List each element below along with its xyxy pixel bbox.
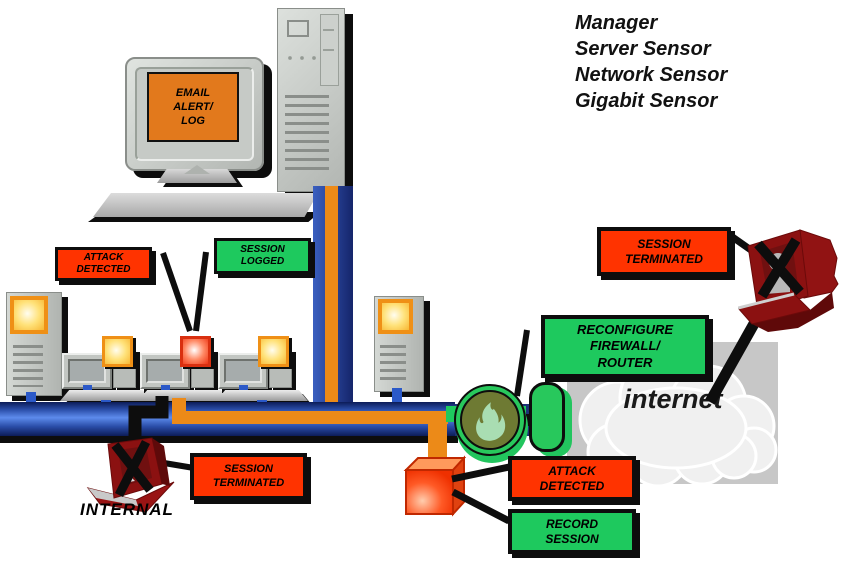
alert-session-logged: SESSION LOGGED — [214, 238, 311, 274]
external-attacker-icon — [738, 229, 839, 332]
tower-drive-bay — [320, 14, 339, 86]
alert-cable-sensor-drop — [428, 412, 447, 462]
monitor-stand — [83, 385, 92, 391]
manager-screen-text: EMAIL ALERT/ LOG — [173, 86, 213, 128]
legend-manager: Manager — [575, 12, 658, 34]
alert-attack-detected-perimeter: ATTACK DETECTED — [508, 456, 636, 501]
firewall-core — [460, 390, 520, 450]
workstation-2-victim — [138, 336, 234, 410]
internal-attacker-caption: INTERNAL — [80, 500, 174, 519]
server-vents — [13, 345, 43, 387]
flame-icon — [476, 402, 506, 441]
alert-record-session: RECORD SESSION — [508, 509, 636, 554]
server-vents — [380, 345, 406, 385]
monitor-stand — [161, 385, 170, 391]
manager-server-tower — [277, 8, 345, 192]
workstation-1 — [60, 336, 156, 410]
firewall-icon — [454, 384, 526, 456]
desk-platform — [60, 390, 152, 401]
manager-keyboard — [93, 193, 318, 217]
desktop-screen — [68, 359, 106, 383]
desk-platform — [138, 390, 230, 401]
legend-server-sensor: Server Sensor — [575, 38, 711, 60]
red-led-icon — [180, 336, 211, 367]
alert-cable-victim-drop — [172, 398, 186, 418]
server-left-post — [26, 392, 36, 406]
manager-monitor: EMAIL ALERT/ LOG — [125, 57, 264, 171]
tower-vents — [285, 95, 329, 175]
tower-led-dots — [286, 55, 320, 62]
alert-session-terminated-external: SESSION TERMINATED — [597, 227, 731, 276]
desktop-screen — [146, 359, 184, 383]
legend: Manager Server Sensor Network Sensor Gig… — [575, 10, 727, 114]
server-sensor-left — [6, 292, 62, 396]
manager-keyboard-shadow — [88, 212, 320, 222]
manager-screen: EMAIL ALERT/ LOG — [147, 72, 239, 142]
internet-caption: internet — [623, 384, 723, 414]
alert-reconfigure-firewall: RECONFIGURE FIREWALL/ ROUTER — [541, 315, 709, 378]
manager-alert-cable-orange — [325, 186, 338, 410]
manager-monitor-stand-chevron — [184, 165, 210, 174]
yellow-led-icon — [102, 336, 133, 367]
alert-cable-horizontal — [172, 411, 448, 424]
desktop-screen — [224, 359, 262, 383]
server-right-post — [392, 388, 402, 404]
alert-attack-detected-lan: ATTACK DETECTED — [55, 247, 152, 281]
bus-bottom-edge — [0, 436, 458, 443]
yellow-led-icon — [378, 299, 413, 334]
internal-attacker-icon — [86, 437, 175, 513]
router-capsule-icon — [529, 382, 565, 452]
alert-session-terminated-internal: SESSION TERMINATED — [190, 453, 307, 500]
legend-network-sensor: Network Sensor — [575, 64, 728, 86]
desk-platform — [216, 390, 308, 401]
workstation-3 — [216, 336, 312, 410]
legend-gigabit-sensor: Gigabit Sensor — [575, 90, 718, 112]
tower-power-button — [287, 20, 309, 37]
manager-monitor-stand — [157, 169, 237, 183]
server-sensor-right — [374, 296, 424, 392]
monitor-stand — [239, 385, 248, 391]
desktop-monitor — [62, 353, 112, 389]
network-sensor-cube-icon — [403, 455, 466, 517]
desktop-monitor — [218, 353, 268, 389]
yellow-led-icon — [258, 336, 289, 367]
yellow-led-icon — [10, 296, 48, 334]
